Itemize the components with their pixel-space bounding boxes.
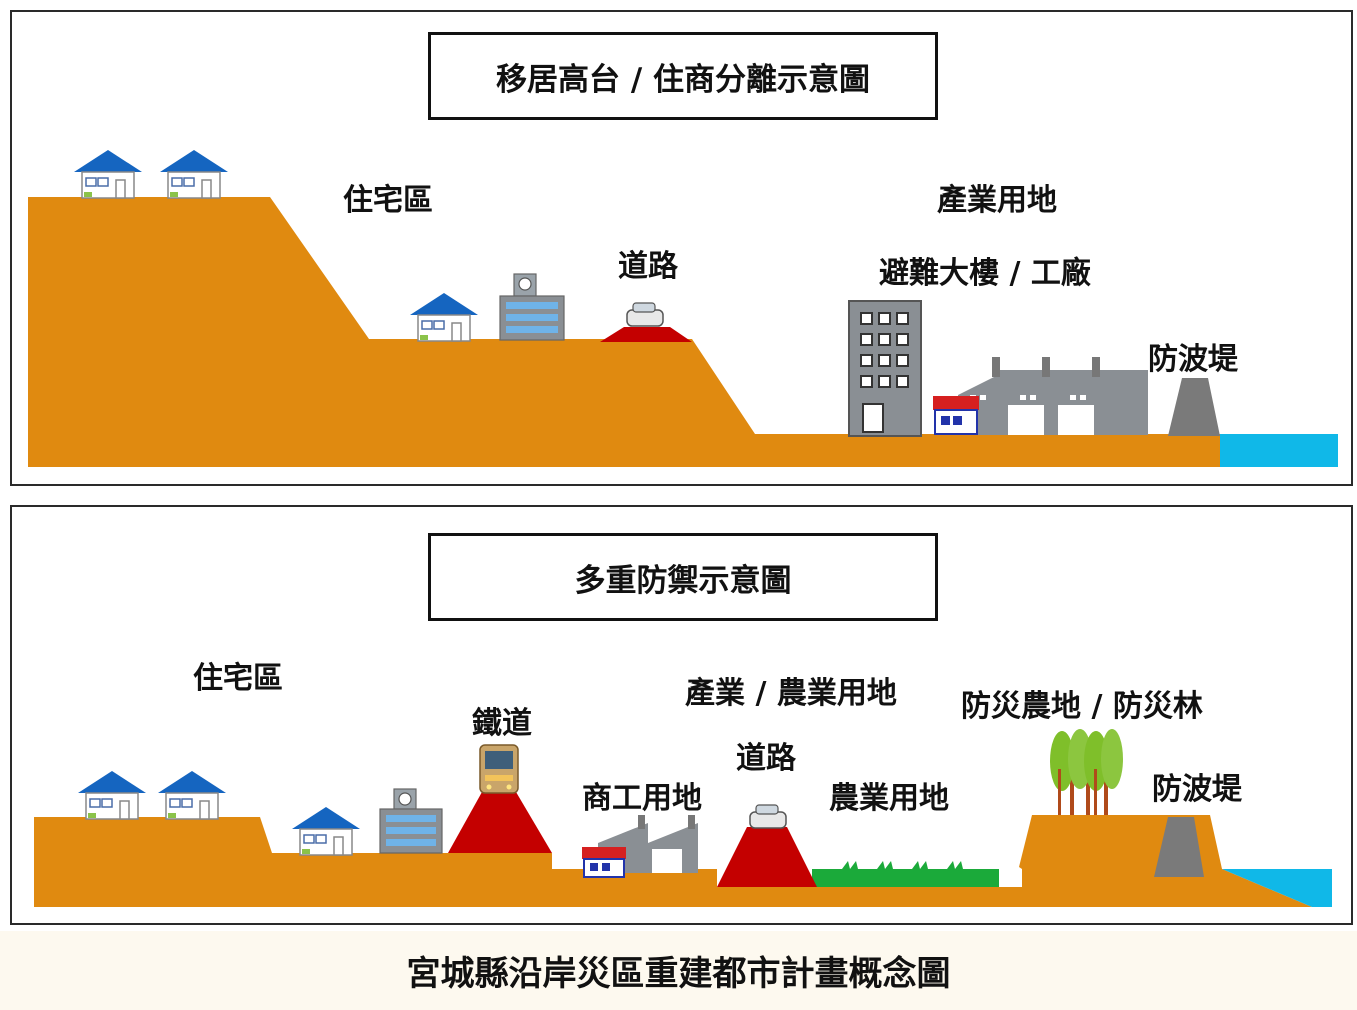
train-icon	[479, 744, 519, 794]
railway-embankment	[448, 792, 552, 853]
label-disaster-farm-forest: 防災農地 / 防災林	[961, 689, 1203, 724]
ground-terrain	[28, 197, 1220, 467]
label-agriculture: 農業用地	[829, 781, 949, 816]
label-residential: 住宅區	[343, 183, 433, 218]
label-railway: 鐵道	[472, 706, 532, 741]
shop-icon	[933, 396, 979, 435]
house-icon	[292, 807, 360, 856]
breakwater	[1154, 817, 1204, 877]
road-embankment	[717, 827, 817, 887]
sea	[1222, 869, 1332, 907]
farm-field	[812, 869, 999, 887]
forest-icon	[1050, 729, 1123, 815]
figure-caption: 宮城縣沿岸災區重建都市計畫概念圖	[0, 931, 1357, 1010]
house-icon	[158, 771, 226, 820]
top-title: 移居高台 / 住商分離示意圖	[428, 32, 938, 120]
ground-terrain	[34, 815, 1312, 907]
label-shelter-factory: 避難大樓 / 工廠	[879, 256, 1091, 291]
label-residential: 住宅區	[193, 661, 283, 696]
label-road: 道路	[618, 249, 678, 284]
house-icon	[74, 150, 142, 199]
bottom-title: 多重防禦示意圖	[428, 533, 938, 621]
car-icon	[749, 804, 787, 829]
defense-scene	[34, 729, 1332, 907]
label-commercial: 商工用地	[582, 781, 702, 816]
label-industry-agri: 產業 / 農業用地	[685, 676, 897, 711]
school-building-icon	[379, 788, 443, 854]
label-breakwater: 防波堤	[1148, 342, 1238, 377]
car-icon	[626, 302, 664, 327]
road-embankment	[600, 327, 692, 342]
breakwater	[1168, 378, 1220, 436]
shop-icon	[582, 847, 626, 878]
factory-icon	[958, 357, 1148, 435]
shelter-building-icon	[848, 300, 922, 437]
label-road: 道路	[736, 741, 796, 776]
house-icon	[160, 150, 228, 199]
crop-icons	[842, 861, 963, 869]
house-icon	[410, 293, 478, 342]
label-industrial: 產業用地	[937, 183, 1057, 218]
label-breakwater: 防波堤	[1152, 772, 1242, 807]
sea	[1220, 434, 1338, 467]
relocation-scene	[28, 150, 1338, 467]
panel-relocation: 移居高台 / 住商分離示意圖 住宅區 道路 產業用地 避難大樓 / 工廠 防波堤	[10, 10, 1353, 486]
house-icon	[78, 771, 146, 820]
panel-multiple-defense: 多重防禦示意圖 住宅區 鐵道 產業 / 農業用地 商工用地 道路 農業用地 防災…	[10, 505, 1353, 925]
school-building-icon	[499, 273, 565, 341]
